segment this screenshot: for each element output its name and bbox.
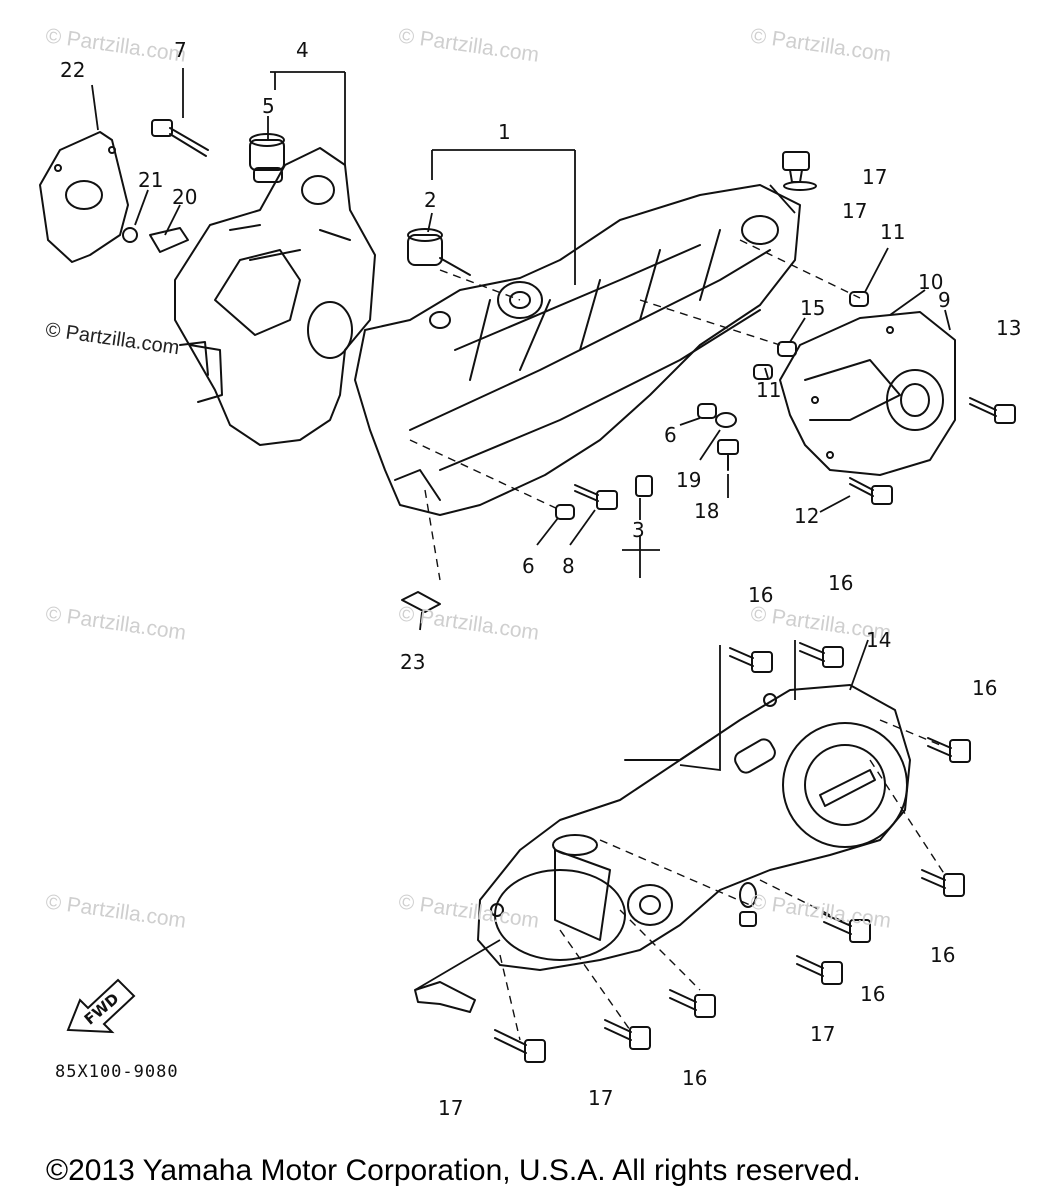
callout-9: 9 [938, 288, 951, 312]
callout-20: 18 [694, 499, 720, 523]
callout-16: 16 [828, 571, 854, 595]
callout-16: 16 [860, 982, 886, 1006]
callout-14: 14 [866, 628, 892, 652]
gasket-plate-part [39, 131, 129, 263]
bolt-part [494, 642, 971, 1063]
bushing-part [249, 133, 285, 183]
callout-7: 7 [174, 38, 187, 62]
copyright-notice: ©2013 Yamaha Motor Corporation, U.S.A. A… [46, 1154, 861, 1187]
drain-plug-part [782, 151, 817, 191]
callout-10: 10 [918, 270, 944, 294]
bearing-cover-part [779, 311, 956, 476]
callout-11: 11 [756, 378, 782, 402]
washer-part [414, 882, 757, 1013]
bolt-part [715, 412, 739, 471]
bolt-part [151, 119, 209, 157]
callout-23: 21 [138, 168, 164, 192]
fwd-arrow-icon [66, 978, 136, 1034]
crankcase-cover-part [477, 684, 911, 971]
callout-25: 23 [400, 650, 426, 674]
callout-17: 17 [438, 1096, 464, 1120]
callout-8: 8 [562, 554, 575, 578]
callout-15: 15 [800, 296, 826, 320]
callout-22: 20 [172, 185, 198, 209]
dowel-part [555, 291, 869, 520]
callout-17: 17 [810, 1022, 836, 1046]
callout-6: 6 [522, 554, 535, 578]
callout-5: 5 [262, 94, 275, 118]
callout-2: 2 [424, 188, 437, 212]
callout-21: 19 [676, 468, 702, 492]
callout-17: 16 [930, 943, 956, 967]
callout-1: 1 [498, 120, 511, 144]
left-crankcase-part [174, 147, 376, 446]
bushing-part [407, 228, 471, 276]
callout-3: 3 [632, 518, 645, 542]
callout-12: 12 [794, 504, 820, 528]
callout-11: 11 [880, 220, 906, 244]
dowel-part [122, 227, 189, 253]
alignment-lines [409, 239, 946, 1041]
callout-24: 22 [60, 58, 86, 82]
callout-6: 6 [664, 423, 677, 447]
callout-18: 17 [862, 165, 888, 189]
clip-part [401, 591, 441, 613]
callout-16: 16 [972, 676, 998, 700]
leader-lines [91, 68, 951, 991]
diagram-code: 85X100-9080 [55, 1062, 179, 1082]
callout-19: 17 [842, 199, 868, 223]
callout-16: 16 [748, 583, 774, 607]
bolt-part [574, 397, 1016, 510]
callout-4: 4 [296, 38, 309, 62]
callout-13: 13 [996, 316, 1022, 340]
right-crankcase-part [354, 184, 801, 516]
callout-16: 16 [682, 1066, 708, 1090]
callout-17: 17 [588, 1086, 614, 1110]
